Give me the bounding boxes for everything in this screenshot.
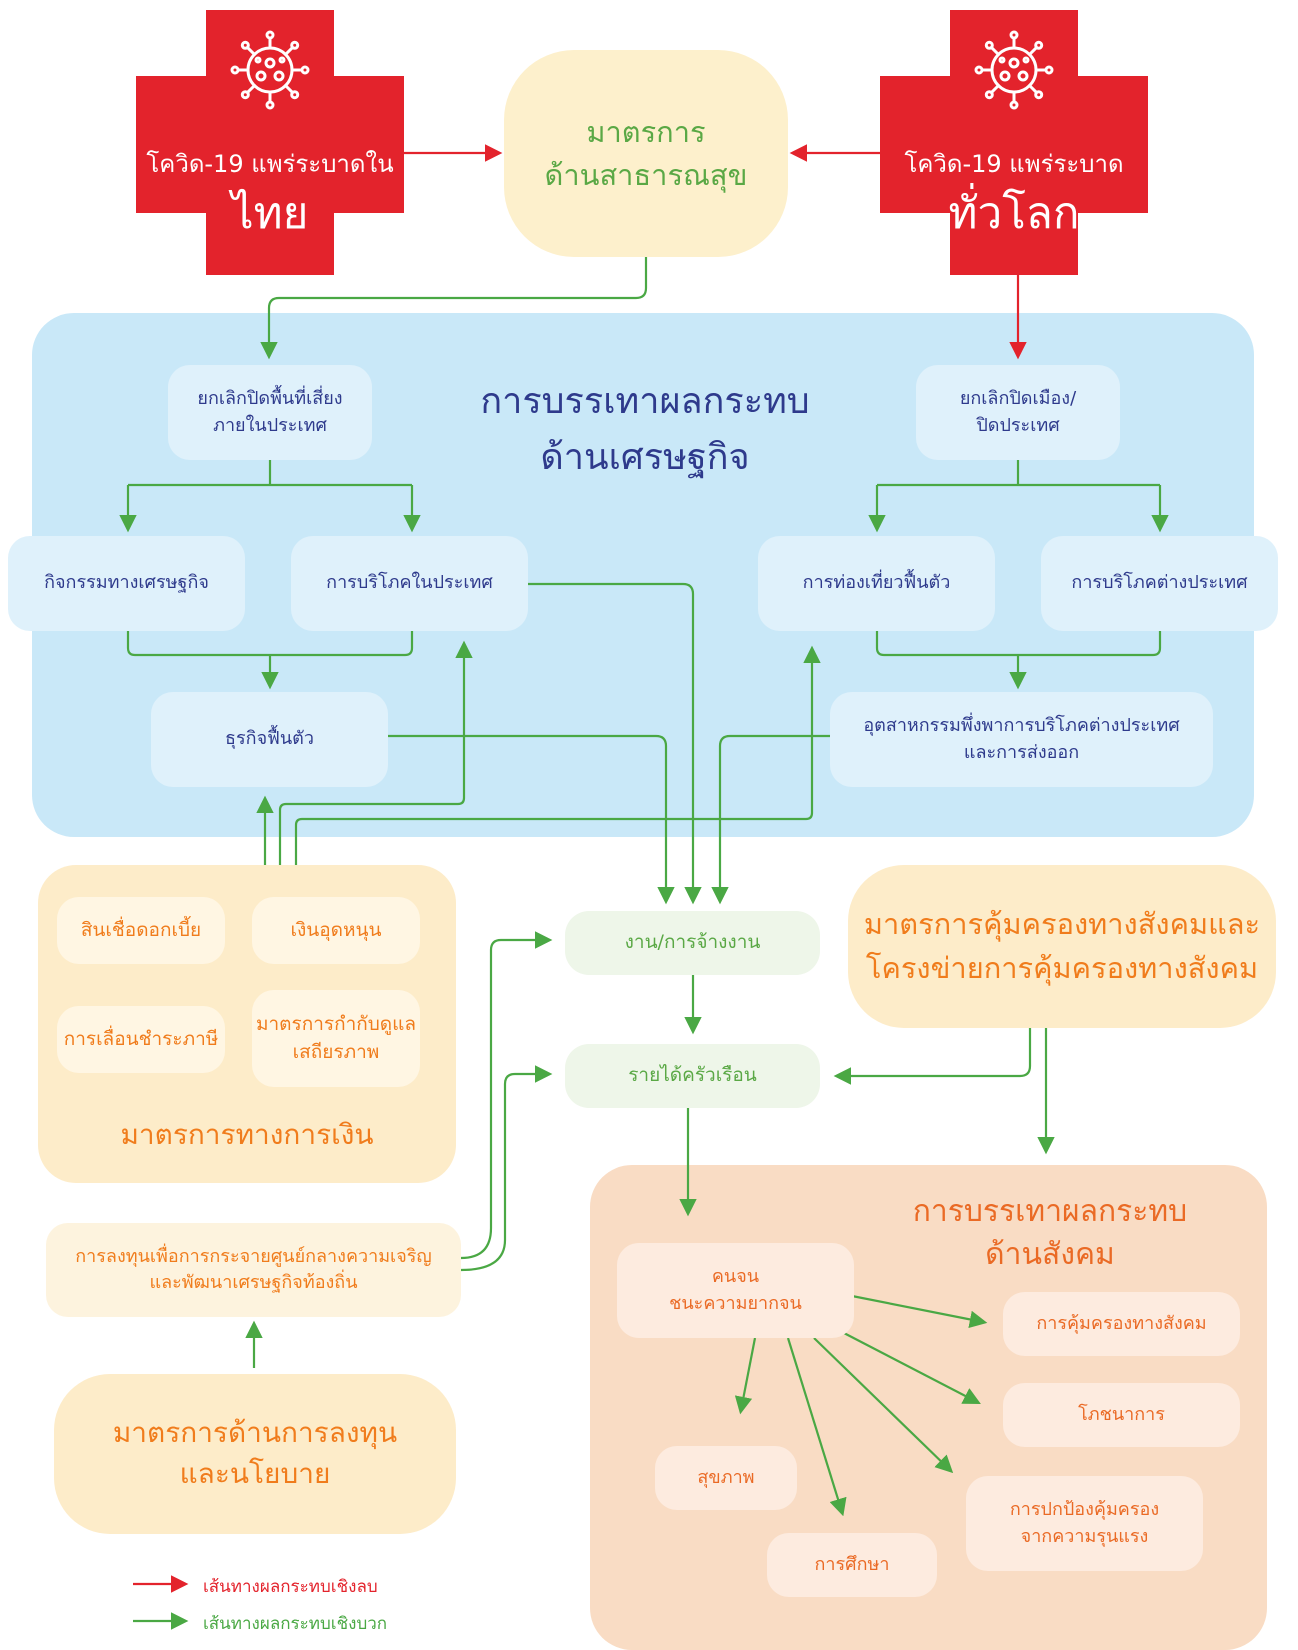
global-outbreak-cross: โควิด-19 แพร่ระบาด ทั่วโลก xyxy=(880,10,1148,275)
economic-activity: กิจกรรมทางเศรษฐกิจ xyxy=(8,536,245,631)
lift-city-line1: ยกเลิกปิดเมือง/ xyxy=(959,388,1077,410)
stability-regulation: มาตรการกำกับดูแล เสถียรภาพ xyxy=(252,990,420,1087)
poverty-line1: คนจน xyxy=(711,1266,760,1288)
nutrition-label: โภชนาการ xyxy=(1078,1403,1165,1425)
social-protection-measures: มาตรการคุ้มครองทางสังคมและ โครงข่ายการคุ… xyxy=(848,865,1276,1028)
foreign-consumption: การบริโภคต่างประเทศ xyxy=(1041,536,1278,631)
public-health-line1: มาตรการ xyxy=(586,115,706,150)
thai-cross-line2: ไทย xyxy=(231,188,309,239)
public-health-measures: มาตรการ ด้านสาธารณสุข xyxy=(504,50,788,257)
economic-activity-label: กิจกรรมทางเศรษฐกิจ xyxy=(44,572,209,594)
violence-line1: การปกป้องคุ้มครอง xyxy=(1009,1499,1160,1521)
public-health-line2: ด้านสาธารณสุข xyxy=(544,157,748,192)
global-cross-line2: ทั่วโลก xyxy=(948,188,1080,239)
economic-panel-title: การบรรเทาผลกระทบ ด้านเศรษฐกิจ xyxy=(470,370,820,490)
soft-loans: สินเชื่อดอกเบี้ย xyxy=(57,897,225,964)
social-protection-node-label: การคุ้มครองทางสังคม xyxy=(1036,1312,1207,1334)
business-recovery: ธุรกิจฟื้นตัว xyxy=(151,692,388,787)
health: สุขภาพ xyxy=(655,1446,797,1510)
investment-policy-measures: มาตรการด้านการลงทุน และนโยบาย xyxy=(54,1374,456,1534)
tourism-recovery: การท่องเที่ยวฟื้นตัว xyxy=(758,536,995,631)
export-industry: อุตสาหกรรมพึ่งพาการบริโภคต่างประเทศ และก… xyxy=(830,692,1213,787)
household-income: รายได้ครัวเรือน xyxy=(565,1044,820,1108)
education-label: การศึกษา xyxy=(814,1553,890,1575)
global-cross-line1: โควิด-19 แพร่ระบาด xyxy=(904,150,1124,178)
stability-line1: มาตรการกำกับดูแล xyxy=(255,1012,417,1035)
tourism-recovery-label: การท่องเที่ยวฟื้นตัว xyxy=(802,572,951,594)
thai-cross-line1: โควิด-19 แพร่ระบาดใน xyxy=(146,150,394,178)
thai-outbreak-cross: โควิด-19 แพร่ระบาดใน ไทย xyxy=(136,10,404,275)
social-title-line2: ด้านสังคม xyxy=(985,1237,1115,1272)
decentral-line1: การลงทุนเพื่อการกระจายศูนย์กลางความเจริญ xyxy=(75,1245,432,1267)
tax-deferral: การเลื่อนชำระภาษี xyxy=(57,1006,225,1073)
subsidy: เงินอุดหนุน xyxy=(252,897,420,964)
virus-icon xyxy=(974,30,1054,110)
legend-negative-label: เส้นทางผลกระทบเชิงลบ xyxy=(203,1577,378,1597)
investment-policy-line1: มาตรการด้านการลงทุน xyxy=(112,1416,398,1450)
education: การศึกษา xyxy=(767,1533,937,1597)
financial-panel-title: มาตรการทางการเงิน xyxy=(38,1110,456,1160)
export-industry-line1: อุตสาหกรรมพึ่งพาการบริโภคต่างประเทศ xyxy=(863,715,1180,737)
health-label: สุขภาพ xyxy=(697,1466,755,1488)
household-income-label: รายได้ครัวเรือน xyxy=(628,1064,757,1087)
social-protection-line2: โครงข่ายการคุ้มครองทางสังคม xyxy=(865,950,1259,985)
lift-city-lockdown: ยกเลิกปิดเมือง/ ปิดประเทศ xyxy=(916,365,1120,460)
foreign-consumption-label: การบริโภคต่างประเทศ xyxy=(1071,572,1248,594)
poverty-line2: ชนะความยากจน xyxy=(669,1292,802,1314)
lift-domestic-line1: ยกเลิกปิดพื้นที่เสี่ยง xyxy=(197,388,343,410)
lift-domestic-line2: ภายในประเทศ xyxy=(213,414,327,436)
subsidy-label: เงินอุดหนุน xyxy=(290,918,382,941)
virus-icon xyxy=(230,30,310,110)
legend-positive-label: เส้นทางผลกระทบเชิงบวก xyxy=(203,1614,388,1634)
social-title-line1: การบรรเทาผลกระทบ xyxy=(912,1193,1188,1229)
domestic-consumption: การบริโภคในประเทศ xyxy=(291,536,528,631)
economic-title-line2: ด้านเศรษฐกิจ xyxy=(540,437,750,478)
decentralized-investment: การลงทุนเพื่อการกระจายศูนย์กลางความเจริญ… xyxy=(46,1223,461,1317)
decentral-line2: และพัฒนาเศรษฐกิจท้องถิ่น xyxy=(149,1272,358,1293)
tax-deferral-label: การเลื่อนชำระภาษี xyxy=(63,1027,219,1050)
violence-line2: จากความรุนแรง xyxy=(1020,1525,1149,1547)
employment-label: งาน/การจ้างงาน xyxy=(624,931,761,954)
business-recovery-label: ธุรกิจฟื้นตัว xyxy=(225,728,314,750)
stability-line2: เสถียรภาพ xyxy=(292,1040,380,1063)
export-industry-line2: และการส่งออก xyxy=(963,741,1080,763)
economic-title-line1: การบรรเทาผลกระทบ xyxy=(480,381,810,423)
lift-domestic-lockdown: ยกเลิกปิดพื้นที่เสี่ยง ภายในประเทศ xyxy=(168,365,372,460)
violence-protection: การปกป้องคุ้มครอง จากความรุนแรง xyxy=(966,1476,1203,1571)
investment-policy-line2: และนโยบาย xyxy=(179,1457,331,1490)
lift-city-line2: ปิดประเทศ xyxy=(976,414,1060,436)
social-protection-node: การคุ้มครองทางสังคม xyxy=(1003,1292,1240,1356)
social-protection-line1: มาตรการคุ้มครองทางสังคมและ xyxy=(863,907,1261,941)
financial-title: มาตรการทางการเงิน xyxy=(120,1117,374,1151)
domestic-consumption-label: การบริโภคในประเทศ xyxy=(326,572,493,594)
employment: งาน/การจ้างงาน xyxy=(565,911,820,975)
social-panel-title: การบรรเทาผลกระทบ ด้านสังคม xyxy=(900,1188,1200,1278)
poverty: คนจน ชนะความยากจน xyxy=(617,1243,854,1338)
nutrition: โภชนาการ xyxy=(1003,1383,1240,1447)
soft-loans-label: สินเชื่อดอกเบี้ย xyxy=(80,918,202,941)
